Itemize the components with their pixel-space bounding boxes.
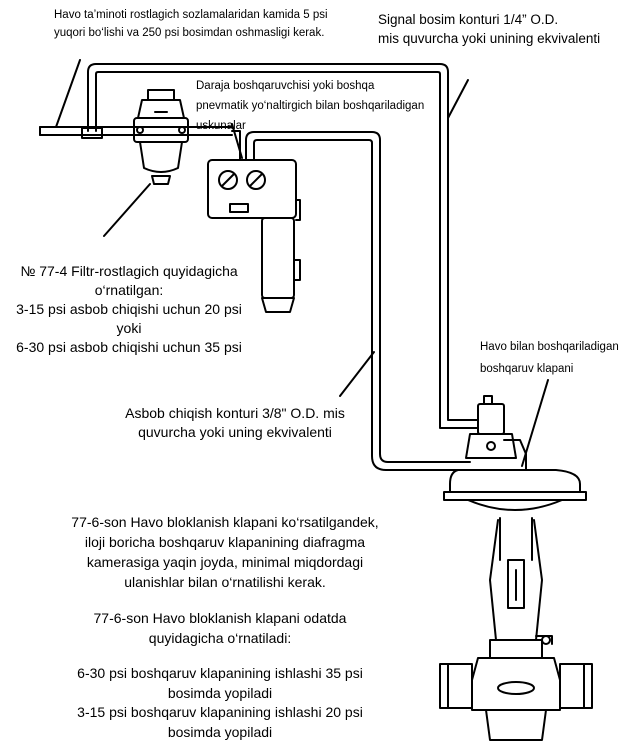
leader-lines (55, 59, 549, 467)
controller-line-3: uskunalar (196, 120, 246, 132)
level-controller (207, 159, 301, 313)
tee-fitting (81, 127, 103, 139)
filter-regulator-line-1: № 77-4 Filtr-rostlagich quyidagicha (20, 263, 238, 279)
lockup-install-case-1: 6-30 psi boshqaruv klapanining ishlashi … (77, 665, 363, 681)
label-signal-line: Signal bosim konturi 1/4” O.D. mis quvur… (378, 10, 600, 48)
label-control-valve: Havo bilan boshqariladigan boshqaruv kla… (480, 336, 619, 380)
lockup-install-case-1b: bosimda yopiladi (167, 684, 273, 701)
label-lockup-note: 77-6-son Havo bloklanish klapani ko‘rsat… (50, 512, 400, 592)
lockup-install-case-2b: bosimda yopiladi (167, 723, 273, 740)
lockup-note-line-1: 77-6-son Havo bloklanish klapani ko‘rsat… (71, 514, 379, 530)
lockup-note-line-4: ulanishlar bilan o‘rnatilishi kerak. (124, 574, 326, 590)
lockup-valve (465, 395, 527, 471)
valve-body (439, 639, 593, 741)
signal-line-2: mis quvurcha yoki unining ekvivalenti (378, 31, 601, 46)
lockup-install-title-line-2: quyidagicha o‘rnatiladi: (148, 630, 292, 646)
lockup-install-case-2: 3-15 psi boshqaruv klapanining ishlashi … (77, 704, 363, 720)
instrument-outlet-line (245, 131, 471, 471)
instrument-outlet-line-1: Asbob chiqish konturi 3/8" O.D. mis (125, 405, 345, 421)
label-lockup-install-title: 77-6-son Havo bloklanish klapani odatda … (60, 608, 380, 648)
lockup-note-line-3: kamerasiga yaqin joyda, minimal miqdorda… (86, 554, 364, 570)
controller-line-1: Daraja boshqaruvchisi yoki boshqa (196, 80, 375, 92)
lockup-install-title-line-1: 77-6-son Havo bloklanish klapani odatda (93, 610, 347, 626)
diaphragm-actuator (443, 469, 587, 561)
signal-pressure-line (87, 63, 479, 429)
air-supply-line-2: yuqori bo‘lishi va 250 psi bosimdan oshm… (54, 27, 325, 39)
filter-regulator-line-5: 6-30 psi asbob chiqishi uchun 35 psi (16, 339, 242, 355)
label-air-supply: Havo ta’minoti rostlagich sozlamalaridan… (54, 6, 328, 42)
label-instrument-outlet: Asbob chiqish konturi 3/8" O.D. mis quvu… (100, 404, 370, 442)
instrument-outlet-line-2: quvurcha yoki uning ekvivalenti (138, 424, 332, 440)
air-supply-line-1: Havo ta’minoti rostlagich sozlamalaridan… (54, 9, 328, 21)
label-filter-regulator: № 77-4 Filtr-rostlagich quyidagicha o‘rn… (2, 262, 256, 357)
controller-line-2: pnevmatik yo‘naltirgich bilan boshqarila… (196, 100, 425, 112)
label-controller: Daraja boshqaruvchisi yoki boshqa pnevma… (196, 76, 424, 136)
control-valve-line-1: Havo bilan boshqariladigan (480, 341, 619, 353)
filter-regulator-line-2: o‘rnatilgan: (94, 282, 164, 298)
signal-line-1: Signal bosim konturi 1/4” O.D. (378, 12, 559, 27)
lockup-note-line-2: iloji boricha boshqaruv klapanining diaf… (84, 534, 366, 550)
filter-regulator (133, 89, 189, 185)
air-supply-line (39, 126, 233, 136)
filter-regulator-line-4: yoki (116, 320, 142, 336)
filter-regulator-line-3: 3-15 psi asbob chiqishi uchun 20 psi (16, 301, 242, 317)
label-lockup-install-cases: 6-30 psi boshqaruv klapanining ishlashi … (50, 664, 390, 742)
control-valve-line-2: boshqaruv klapani (480, 363, 574, 375)
